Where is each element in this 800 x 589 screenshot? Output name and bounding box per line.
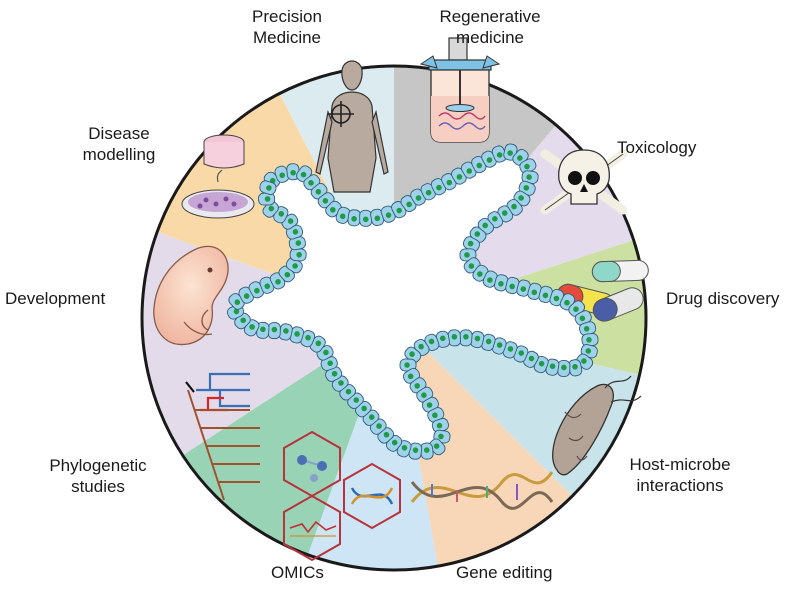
dna-helix-icon xyxy=(410,471,554,510)
epithelial-cell xyxy=(278,323,293,341)
epithelial-cell xyxy=(408,442,423,460)
epithelial-cell xyxy=(259,180,277,195)
sector-omics xyxy=(291,318,447,570)
petri-dish-icon xyxy=(181,134,255,219)
epithelial-cell xyxy=(502,341,518,359)
hexagon-omics-icon xyxy=(283,430,401,562)
epithelial-cell xyxy=(427,407,445,423)
epithelial-cell xyxy=(513,345,529,363)
epithelial-cell xyxy=(420,442,434,460)
human-body-icon xyxy=(315,60,389,193)
epithelial-cell xyxy=(527,282,542,301)
bioreactor-icon xyxy=(419,37,501,143)
epithelial-cell xyxy=(557,359,571,377)
skull-crossbones-icon xyxy=(540,149,628,215)
epithelial-cell xyxy=(523,350,539,368)
epithelial-cell xyxy=(459,329,473,347)
epithelial-cell xyxy=(399,358,417,372)
epithelial-cell xyxy=(538,285,553,304)
epithelial-cell xyxy=(248,281,265,299)
embryo-icon xyxy=(153,245,229,346)
epithelial-cell xyxy=(431,417,450,433)
label-development: Development xyxy=(5,289,106,308)
epithelial-cell xyxy=(380,205,396,223)
epithelial-cell xyxy=(258,192,276,206)
bacterium-icon xyxy=(552,375,642,476)
epithelial-cell xyxy=(491,337,507,355)
epithelial-cell xyxy=(289,248,307,262)
epithelial-cell xyxy=(581,333,599,347)
epithelial-cell xyxy=(289,326,305,344)
epithelial-cell xyxy=(347,209,361,227)
epithelial-cell xyxy=(481,333,496,352)
epithelial-cell xyxy=(579,321,597,336)
epithelial-cell xyxy=(545,358,560,376)
epithelial-cell xyxy=(370,208,385,226)
phylogenetic-tree-icon xyxy=(185,372,260,501)
epithelial-cell xyxy=(267,322,281,340)
label-omics: OMICs xyxy=(271,563,324,582)
label-toxicology: Toxicology xyxy=(617,138,697,157)
organoid-epithelium-icon xyxy=(226,143,599,460)
epithelial-cell xyxy=(429,438,446,456)
label-drug-discovery: Drug discovery xyxy=(666,289,780,308)
label-gene-editing: Gene editing xyxy=(456,563,553,582)
epithelial-cell xyxy=(420,183,436,201)
epithelial-cell xyxy=(447,329,462,347)
epithelial-cell xyxy=(481,150,497,168)
epithelial-cell xyxy=(462,236,481,252)
epithelial-cell xyxy=(359,209,373,227)
